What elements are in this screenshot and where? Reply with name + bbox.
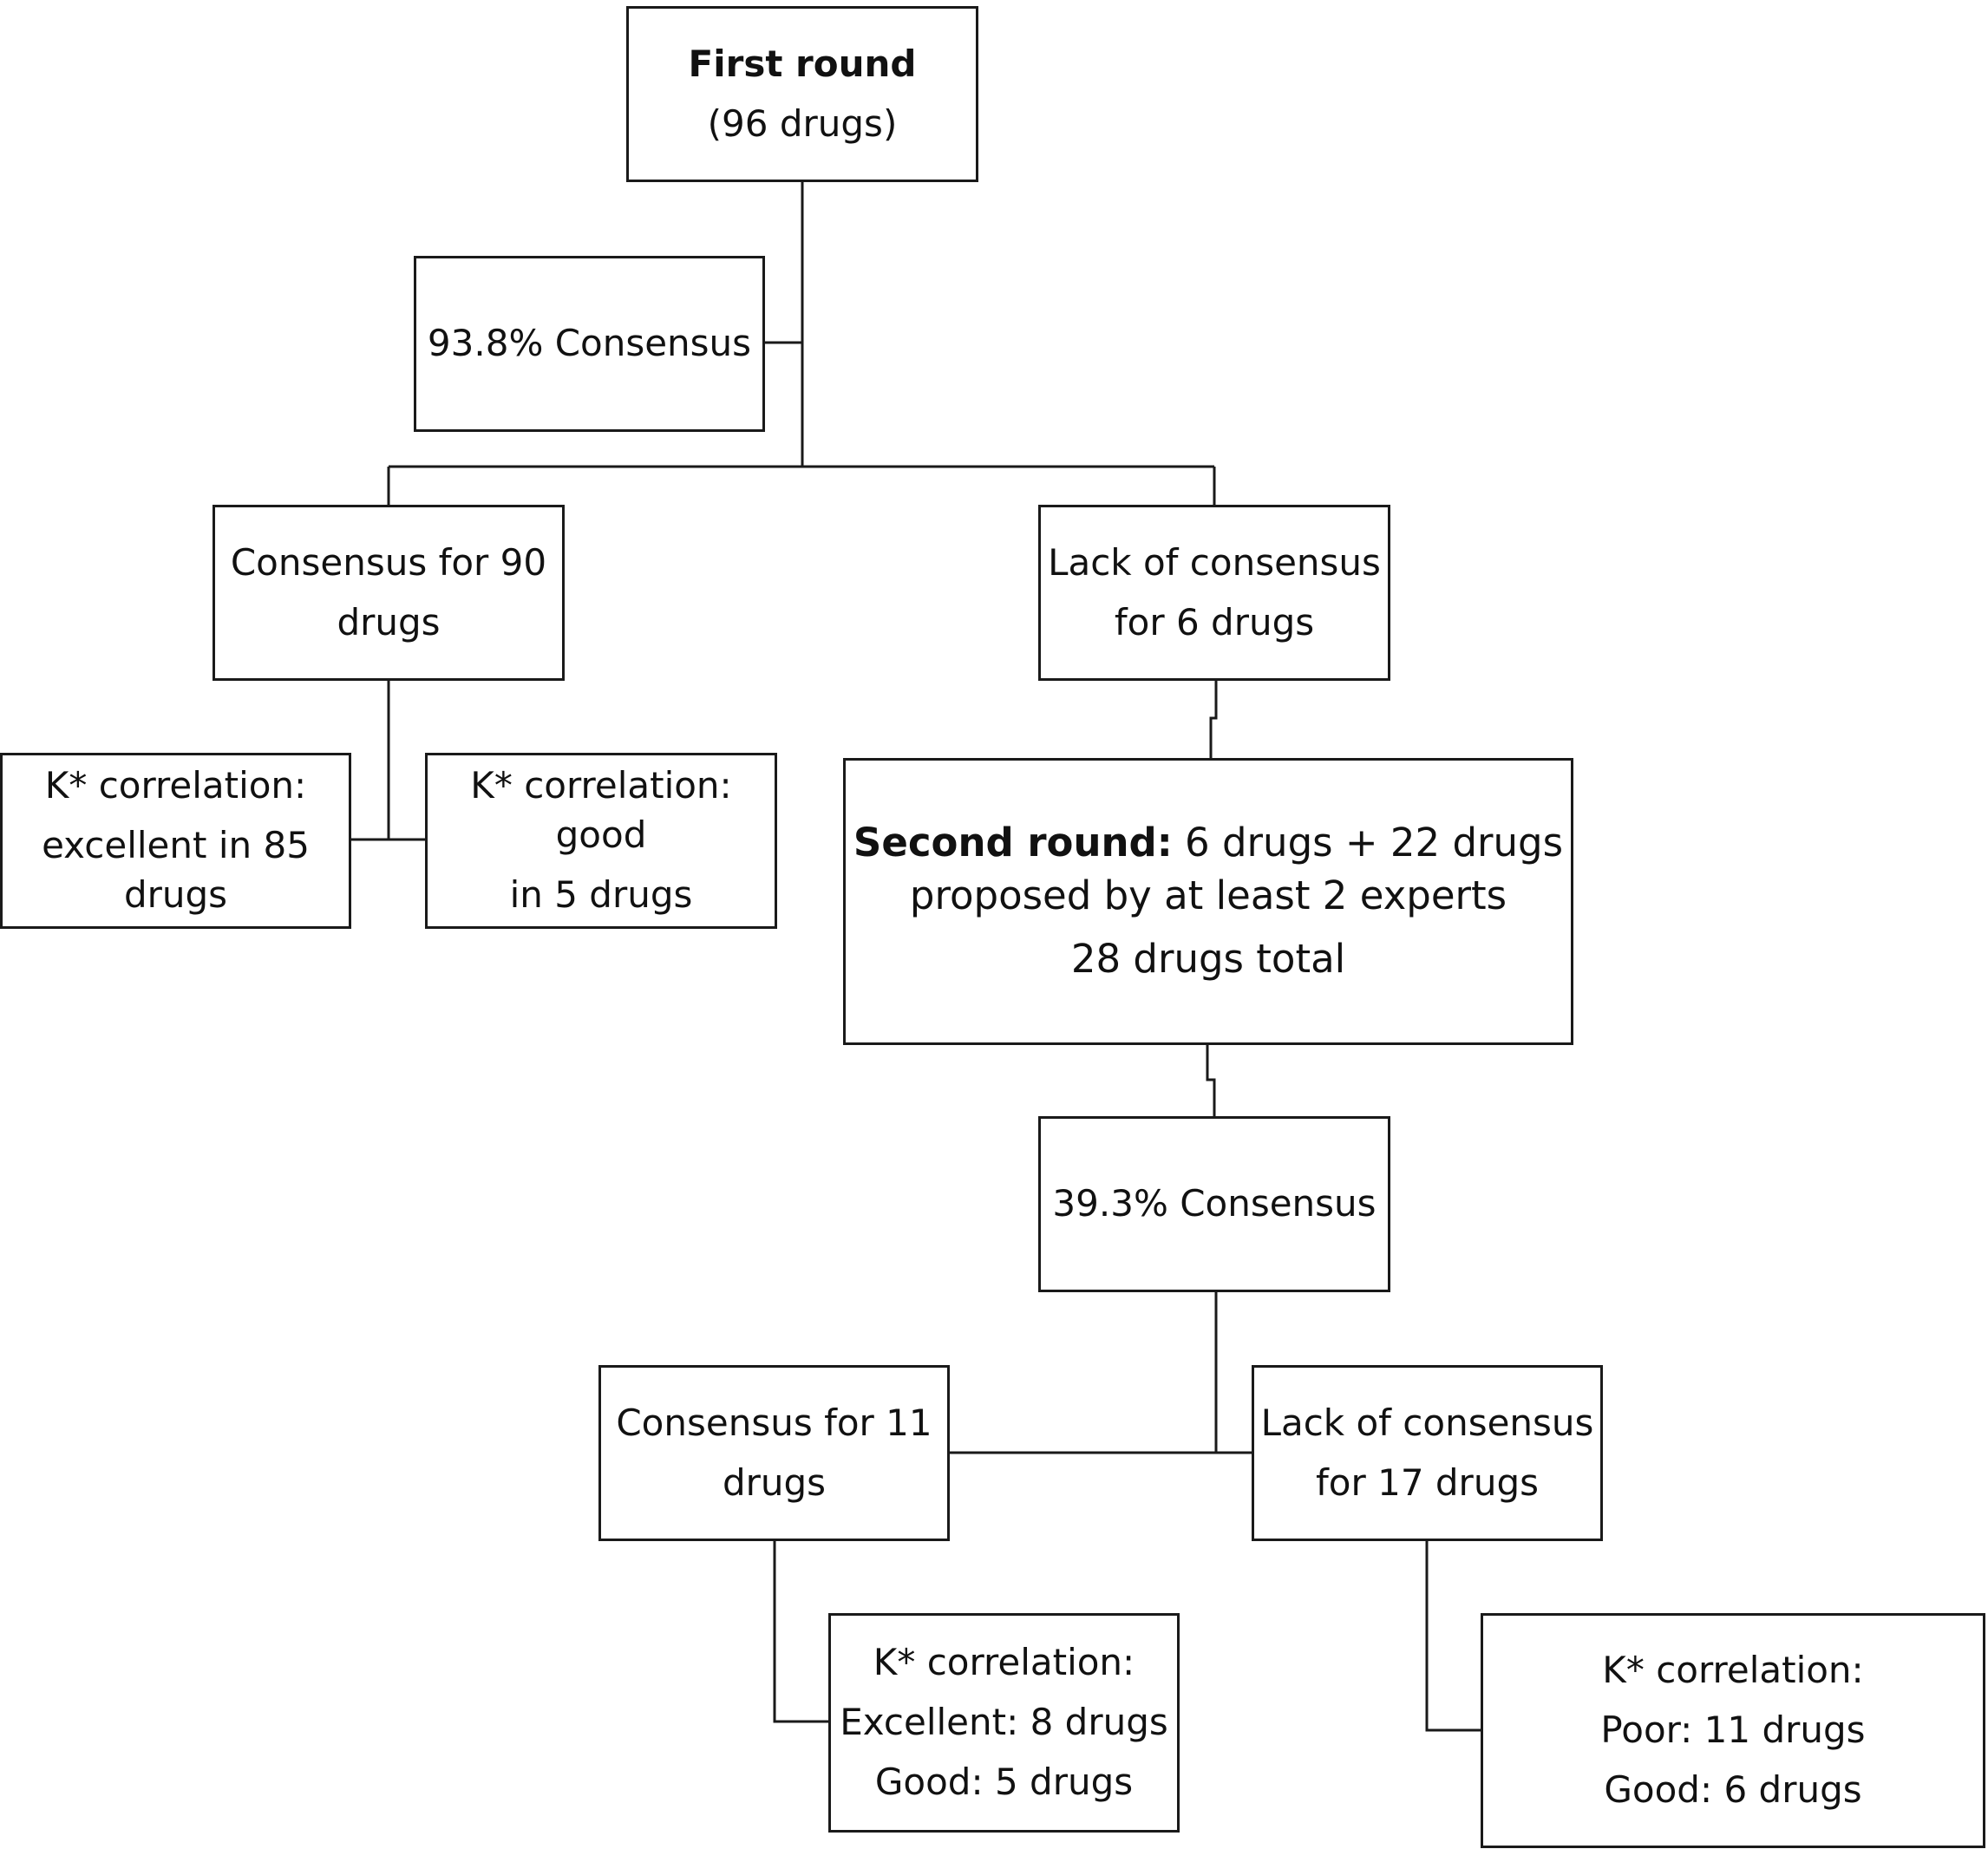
consensus-11-box: Consensus for 11 drugs [598, 1365, 950, 1541]
lack-17-line1: Lack of consensus [1260, 1401, 1594, 1444]
kcorr-excellent-85-line3: drugs [123, 872, 228, 916]
kcorr-good-5-line1: K* correlation: [470, 764, 732, 807]
first-round-count: (96 drugs) [707, 101, 898, 145]
consensus-11-line1: Consensus for 11 [616, 1401, 932, 1444]
connector-lack-17-to-kcorr [1425, 1541, 1481, 1732]
lack-6-box: Lack of consensus for 6 drugs [1038, 505, 1390, 681]
consensus-11-line2: drugs [722, 1460, 827, 1504]
connector-second-round-to-39-consensus [1206, 1045, 1216, 1116]
first-round-box: First round (96 drugs) [626, 6, 978, 182]
kcorr-excellent-85-line2: excellent in 85 [42, 824, 310, 867]
kcorr-good-5-line2: good [555, 813, 647, 857]
kcorr-round2-consensus-line2: Excellent: 8 drugs [840, 1701, 1168, 1744]
kcorr-round2-lack-line1: K* correlation: [1602, 1649, 1864, 1692]
kcorr-round2-lack-box: K* correlation: Poor: 11 drugs Good: 6 d… [1481, 1613, 1985, 1848]
round2-consensus-label: 39.3% Consensus [1052, 1182, 1377, 1225]
second-round-line1: Second round: 6 drugs + 22 drugs [853, 817, 1563, 870]
kcorr-good-5-box: K* correlation: good in 5 drugs [425, 753, 777, 929]
kcorr-excellent-85-line1: K* correlation: [44, 764, 307, 807]
lack-17-box: Lack of consensus for 17 drugs [1252, 1365, 1603, 1541]
consensus-90-line2: drugs [337, 600, 441, 644]
second-round-title: Second round: [853, 820, 1173, 866]
lack-17-line2: for 17 drugs [1316, 1460, 1539, 1504]
consensus-90-line1: Consensus for 90 [230, 540, 547, 584]
consensus-90-box: Consensus for 90 drugs [213, 505, 565, 681]
kcorr-round2-consensus-line1: K* correlation: [873, 1641, 1135, 1684]
kcorr-good-5-line3: in 5 drugs [509, 872, 693, 916]
kcorr-round2-consensus-line3: Good: 5 drugs [874, 1760, 1134, 1803]
second-round-line3: 28 drugs total [1070, 935, 1346, 982]
round1-consensus-box: 93.8% Consensus [414, 256, 765, 432]
second-round-line2: proposed by at least 2 experts [909, 872, 1507, 919]
kcorr-round2-consensus-box: K* correlation: Excellent: 8 drugs Good:… [828, 1613, 1180, 1833]
second-round-line1-rest: 6 drugs + 22 drugs [1172, 820, 1564, 866]
kcorr-round2-lack-line3: Good: 6 drugs [1604, 1767, 1862, 1811]
kcorr-round2-lack-line2: Poor: 11 drugs [1600, 1709, 1866, 1752]
round2-consensus-box: 39.3% Consensus [1038, 1116, 1390, 1292]
second-round-box: Second round: 6 drugs + 22 drugs propose… [843, 758, 1573, 1045]
round1-consensus-label: 93.8% Consensus [427, 322, 752, 365]
lack-6-line2: for 6 drugs [1114, 600, 1315, 644]
kcorr-excellent-85-box: K* correlation: excellent in 85 drugs [0, 753, 351, 929]
connector-consensus-11-to-kcorr [773, 1541, 828, 1723]
lack-6-line1: Lack of consensus [1048, 540, 1381, 584]
first-round-title: First round [688, 42, 917, 85]
connector-lack-6-to-second-round [1209, 681, 1218, 758]
